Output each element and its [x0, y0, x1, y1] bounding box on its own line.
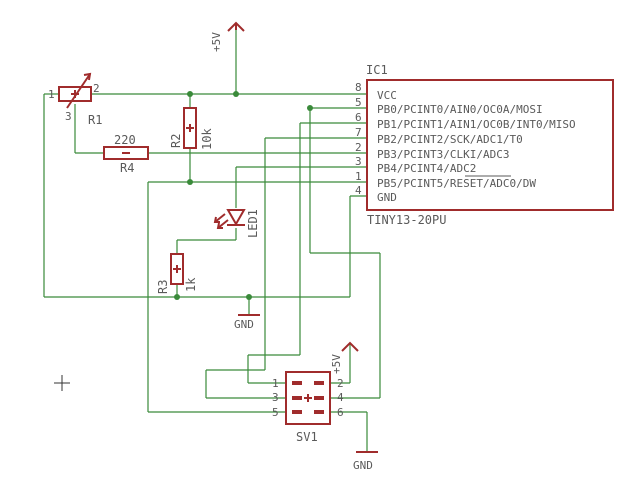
r1-trimmer: 1 2 3 R1 — [48, 72, 102, 127]
junction-dot — [307, 105, 313, 111]
r3-resistor: R3 1k — [156, 253, 198, 294]
ic1-pin-name: PB5/PCINT5/RESET/ADC0/DW — [377, 177, 536, 190]
ic1-pin-num: 8 — [355, 81, 362, 94]
junction-dot — [246, 294, 252, 300]
sv1-pin-label: 2 — [337, 377, 344, 390]
sv1-pin-label: 6 — [337, 406, 344, 419]
junction-dot — [187, 179, 193, 185]
gnd-main-label: GND — [234, 318, 254, 331]
vcc-header-label: +5V — [330, 354, 343, 374]
r4-resistor: 220 R4 — [103, 133, 149, 175]
header-pin — [314, 396, 324, 400]
ic1-pin-name: PB3/PCINT3/CLKI/ADC3 — [377, 148, 509, 161]
junction-dot — [233, 91, 239, 97]
ic1-pin-name: GND — [377, 191, 397, 204]
r3-ref: R3 — [156, 280, 170, 294]
sv1-header: 1 2 3 4 5 6 SV1 — [272, 371, 344, 444]
ic1-pin-num: 6 — [355, 111, 362, 124]
r2-value: 10k — [200, 128, 214, 150]
sv1-ref: SV1 — [296, 430, 318, 444]
r1-ref: R1 — [88, 113, 102, 127]
vcc-top-label: +5V — [210, 32, 223, 52]
header-pin — [292, 381, 302, 385]
gnd-symbol-main: GND — [234, 314, 260, 331]
wires — [43, 30, 381, 452]
r1-pin1-label: 1 — [48, 88, 55, 101]
r2-ref: R2 — [169, 134, 183, 148]
ic1-value: TINY13-20PU — [367, 213, 446, 227]
ic1-ref: IC1 — [366, 63, 388, 77]
ic1-pin-num: 4 — [355, 184, 362, 197]
ic1-pin-name: PB1/PCINT1/AIN1/OC0B/INT0/MISO — [377, 118, 576, 131]
r4-ref: R4 — [120, 161, 134, 175]
ic1-pin-num: 3 — [355, 155, 362, 168]
led1: LED1 — [213, 209, 260, 238]
junction-dot — [174, 294, 180, 300]
header-pin — [314, 410, 324, 414]
vcc-symbol-header: +5V — [330, 341, 359, 374]
sv1-pin-label: 4 — [337, 391, 344, 404]
ic1-pin-name: VCC — [377, 89, 397, 102]
ic1-pin-name: PB4/PCINT4/ADC2 — [377, 162, 476, 175]
r4-value: 220 — [114, 133, 136, 147]
r3-value: 1k — [184, 277, 198, 292]
r2-resistor: R2 10k — [169, 107, 214, 150]
sv1-pin-label: 3 — [272, 391, 279, 404]
led1-ref: LED1 — [246, 209, 260, 238]
gnd-symbol-header: GND — [353, 451, 378, 472]
header-pin — [292, 410, 302, 414]
ic1-pin-name: PB0/PCINT0/AIN0/OC0A/MOSI — [377, 103, 543, 116]
junction-dot — [187, 91, 193, 97]
r1-pin3-label: 3 — [65, 110, 72, 123]
crosshair-icon — [54, 375, 70, 391]
gnd-header-label: GND — [353, 459, 373, 472]
ic1-pin-name: PB2/PCINT2/SCK/ADC1/T0 — [377, 133, 523, 146]
sv1-pin-label: 1 — [272, 377, 279, 390]
ic1-pin-num: 7 — [355, 126, 362, 139]
junctions — [174, 91, 313, 300]
ic1-pin-num: 2 — [355, 141, 362, 154]
header-pin — [292, 396, 302, 400]
sv1-pin-label: 5 — [272, 406, 279, 419]
ic1-pin-num: 5 — [355, 96, 362, 109]
header-pin — [314, 381, 324, 385]
ic1-pin-num: 1 — [355, 170, 362, 183]
vcc-symbol-top: +5V — [210, 21, 245, 52]
ic1-attiny13: IC1 TINY13-20PU 8 VCC 5 PB0/PCINT0/AIN0/… — [355, 63, 614, 227]
r1-pin2-label: 2 — [93, 82, 100, 95]
